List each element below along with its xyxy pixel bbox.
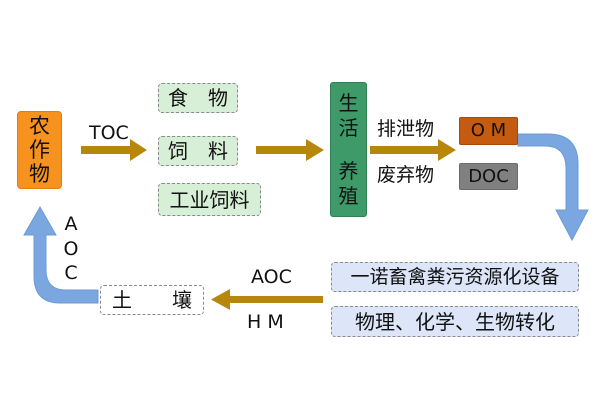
crops-char-2: 作 [29,137,50,162]
breeding-char-4: 殖 [338,183,359,208]
aoc-vertical-a: A [64,213,78,235]
aoc-label: AOC [251,266,292,288]
crops-box: 农 作 物 [17,111,62,189]
blue-curve-arrow-left [23,205,99,304]
soil-box: 土 壤 [100,285,204,315]
aoc-vertical-c: C [64,262,78,285]
breeding-to-om-arrow [370,139,456,161]
crops-char-3: 物 [29,162,50,187]
excrement-label: 排泄物 [377,118,435,140]
breeding-char-3: 养 [338,158,359,183]
waste-label: 废弃物 [377,164,435,186]
breeding-box: 生 活 养 殖 [330,82,367,217]
om-box: O M [459,117,518,145]
toc-label: TOC [89,122,129,144]
toc-arrow [81,139,147,161]
equipment-box: 一诺畜禽粪污资源化设备 [331,262,579,292]
blue-curve-arrow-right [517,133,589,242]
breeding-char-1: 生 [338,90,359,115]
aoc-vertical-o: O [63,237,79,260]
equipment-to-soil-arrow [211,289,323,310]
industrial-feed-box: 工业饲料 [158,183,261,216]
products-to-breeding-arrow [256,139,324,161]
breeding-char-2: 活 [338,115,359,140]
conversion-box: 物理、化学、生物转化 [331,306,579,337]
doc-box: DOC [459,163,518,190]
feed-box: 饲 料 [158,136,238,166]
crops-char-1: 农 [29,113,50,138]
aoc-vertical-label: A O C [63,212,79,286]
food-box: 食 物 [158,83,238,113]
hm-label: H M [247,311,284,333]
